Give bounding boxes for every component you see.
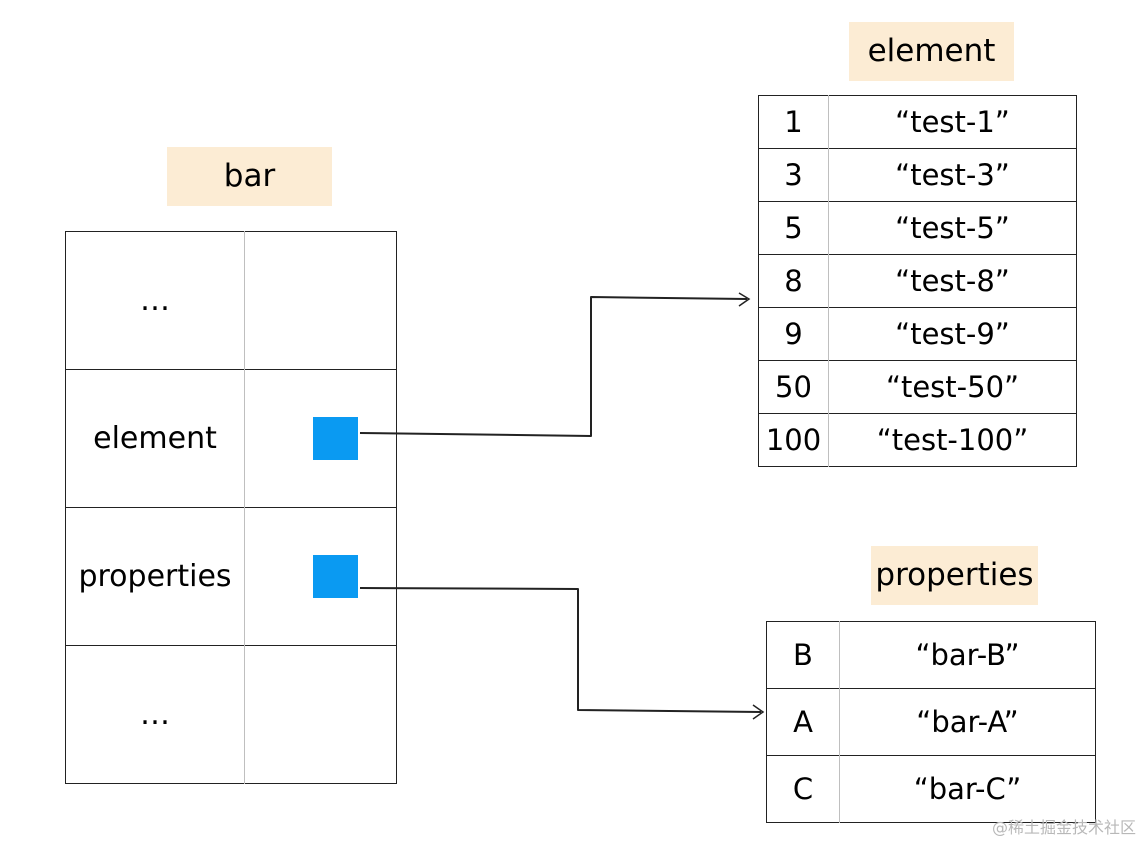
properties-value: “bar-B”: [915, 637, 1020, 672]
bar-row-key: properties: [65, 507, 245, 646]
bar-title: bar: [167, 147, 332, 206]
properties-title: properties: [871, 546, 1038, 605]
element-value: “test-3”: [828, 148, 1077, 202]
element-key: 8: [758, 254, 829, 308]
element-key: 100: [758, 413, 829, 467]
table-row: 100 “test-100”: [758, 413, 1077, 467]
bar-row: …: [65, 231, 397, 370]
properties-connector-arrow: [359, 587, 762, 713]
table-row: B “bar-B”: [766, 621, 1096, 689]
properties-key: B: [766, 621, 840, 689]
table-row: A “bar-A”: [766, 688, 1096, 756]
properties-table: B “bar-B” A “bar-A” C “bar-C”: [766, 621, 1096, 823]
bar-object-table: … element properties …: [65, 231, 397, 784]
element-key: 5: [758, 201, 829, 255]
table-row: 8 “test-8”: [758, 254, 1077, 308]
element-value: “test-50”: [828, 360, 1077, 414]
properties-arrowhead: [752, 704, 765, 720]
element-arrowhead: [738, 292, 751, 307]
table-row: C “bar-C”: [766, 755, 1096, 823]
element-key: 50: [758, 360, 829, 414]
element-value: “test-9”: [828, 307, 1077, 361]
bar-row: …: [65, 645, 397, 784]
bar-row-value: [244, 645, 397, 784]
bar-row-value: [244, 507, 397, 646]
bar-row-key: element: [65, 369, 245, 508]
element-pointer: [313, 416, 358, 460]
element-value: “test-1”: [895, 104, 1010, 139]
element-value: “test-100”: [828, 413, 1077, 467]
watermark: @稀土掘金技术社区: [991, 818, 1136, 837]
properties-key: A: [766, 688, 840, 756]
table-row: 50 “test-50”: [758, 360, 1077, 414]
table-row: 1 “test-1”: [758, 95, 1077, 149]
element-value: “test-8”: [828, 254, 1077, 308]
bar-row-key: …: [65, 645, 245, 784]
properties-pointer: [313, 554, 358, 598]
bar-row-value: [244, 369, 397, 508]
element-connector-arrow: [359, 296, 748, 437]
element-key: 9: [758, 307, 829, 361]
element-key: 3: [758, 148, 829, 202]
element-value: “test-5”: [828, 201, 1077, 255]
table-row: 3 “test-3”: [758, 148, 1077, 202]
table-row: 9 “test-9”: [758, 307, 1077, 361]
bar-row-element: element: [65, 369, 397, 508]
properties-value: “bar-C”: [839, 755, 1096, 823]
element-table: 1 “test-1” 3 “test-3” 5 “test-5” 8 “test…: [758, 95, 1077, 467]
bar-row-key: …: [65, 231, 245, 370]
bar-row-properties: properties: [65, 507, 397, 646]
element-title: element: [849, 22, 1014, 81]
properties-value: “bar-A”: [839, 688, 1096, 756]
properties-key: C: [766, 755, 840, 823]
element-key: 1: [758, 95, 829, 149]
table-row: 5 “test-5”: [758, 201, 1077, 255]
